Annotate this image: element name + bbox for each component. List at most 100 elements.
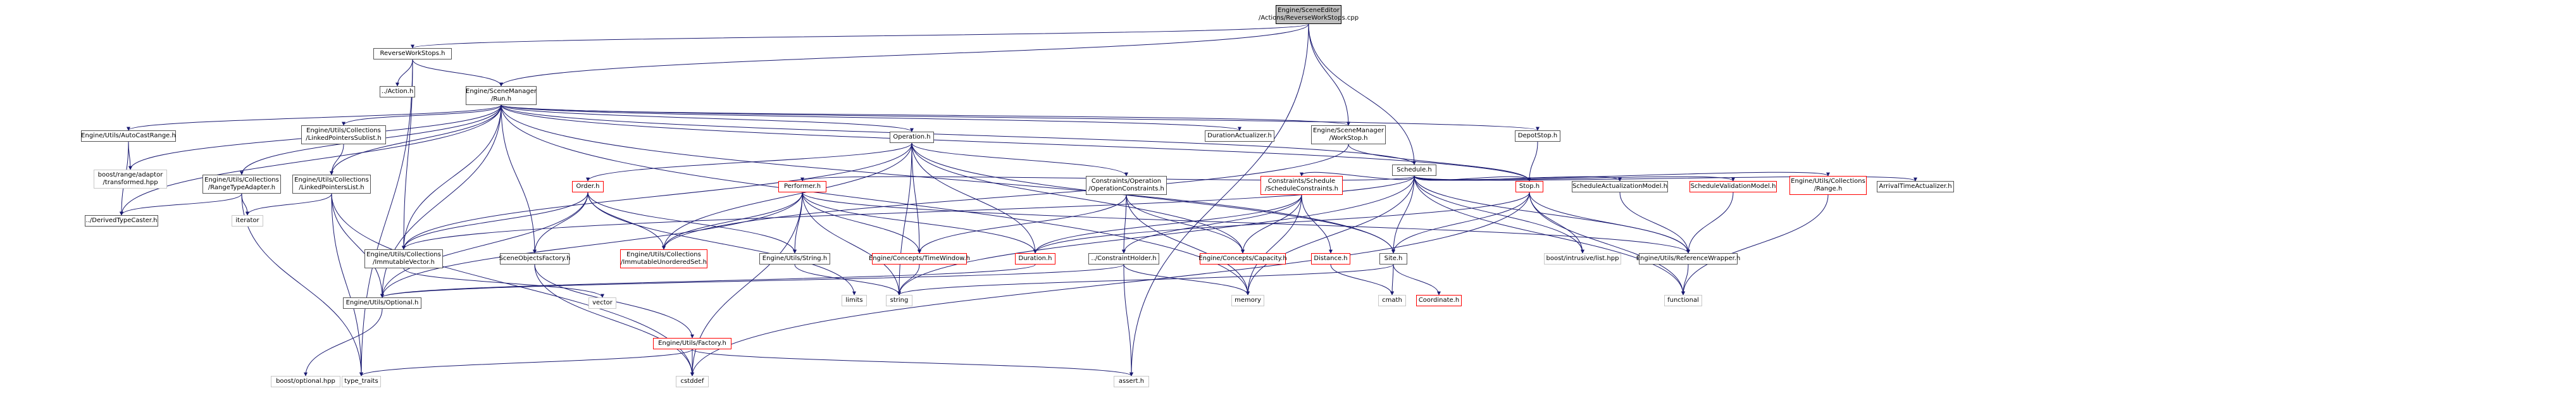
node-capacity-h[interactable]: Engine/Concepts/Capacity.h: [1198, 253, 1287, 265]
edge-schedule_constraints_h-to-constraint_holder_h: [1122, 194, 1302, 254]
edge-distance_h-to-cmath: [1330, 264, 1394, 296]
edge-root-to-reverse_work_stops_h: [411, 23, 1309, 49]
edge-schedule_h-to-functional: [1414, 175, 1685, 296]
node-order-h[interactable]: Order.h: [572, 181, 604, 192]
node-distance-h[interactable]: Distance.h: [1311, 253, 1350, 265]
edge-operation_constraints_h-to-memory: [1126, 194, 1250, 296]
node-linked-pointers-sublist-h[interactable]: Engine/Utils/Collections /LinkedPointers…: [301, 125, 386, 144]
node-schedule-validation-model-h[interactable]: ScheduleValidationModel.h: [1689, 181, 1777, 192]
node-arrival-time-actualizer-h[interactable]: ArrivalTimeActualizer.h: [1877, 181, 1954, 192]
node-boost-intrusive-list: boost/intrusive/list.hpp: [1544, 253, 1621, 265]
node-cstddef: cstddef: [676, 376, 709, 387]
edge-schedule_h-to-arrival_time_actualizer_h: [1414, 175, 1917, 182]
edge-scene_manager_run_h-to-site_h: [501, 104, 1395, 254]
edge-schedule_constraints_h-to-duration_h: [1033, 194, 1302, 254]
node-utils-factory-h[interactable]: Engine/Utils/Factory.h: [653, 338, 731, 349]
edge-order_h-to-utils_string_h: [587, 192, 797, 254]
node-time-window-h[interactable]: Engine/Concepts/TimeWindow.h: [869, 253, 970, 265]
node-duration-h[interactable]: Duration.h: [1015, 253, 1055, 265]
node-linked-pointers-list-h[interactable]: Engine/Utils/Collections /LinkedPointers…: [292, 175, 371, 194]
edge-operation_h-to-capacity_h: [911, 142, 1245, 254]
node-reverse-work-stops-h[interactable]: ReverseWorkStops.h: [373, 48, 452, 59]
edge-schedule_validation_model_h-to-reference_wrapper_h: [1686, 192, 1734, 254]
node-optional-h[interactable]: Engine/Utils/Optional.h: [343, 297, 421, 309]
edge-schedule_constraints_h-to-memory: [1246, 194, 1302, 296]
node-action-h[interactable]: ../Action.h: [380, 86, 415, 97]
edge-stop_h-to-duration_h: [1033, 192, 1530, 254]
edge-stop_h-to-boost_intrusive_list: [1529, 192, 1584, 254]
edge-duration_h-to-optional_h: [380, 264, 1036, 298]
edge-operation_h-to-duration_h: [911, 142, 1037, 254]
edge-constraint_holder_h-to-optional_h: [380, 264, 1124, 298]
edge-reverse_work_stops_h-to-action_h: [395, 59, 413, 87]
node-depot-stop-h[interactable]: DepotStop.h: [1515, 130, 1560, 142]
node-scene-manager-run-h[interactable]: Engine/SceneManager /Run.h: [466, 86, 537, 105]
edge-operation_h-to-order_h: [586, 142, 912, 182]
edge-utils_range_h-to-functional: [1681, 194, 1829, 296]
edge-operation_h-to-time_window_h: [911, 142, 921, 254]
node-site-h[interactable]: Site.h: [1379, 253, 1407, 265]
edge-order_h-to-optional_h: [380, 192, 588, 298]
node-operation-h[interactable]: Operation.h: [890, 132, 934, 143]
edge-root-to-schedule_h: [1308, 23, 1416, 165]
edge-performer_h-to-reference_wrapper_h: [802, 192, 1690, 254]
node-range-type-adapter-h[interactable]: Engine/Utils/Collections /RangeTypeAdapt…: [202, 175, 281, 194]
node-scene-objects-factory-h[interactable]: SceneObjectsFactory.h: [499, 253, 570, 265]
edge-utils_factory_h-to-assert_h: [692, 349, 1133, 377]
node-immutable-vector-h[interactable]: Engine/Utils/Collections /ImmutableVecto…: [364, 249, 443, 268]
node-auto-cast-range-h[interactable]: Engine/Utils/AutoCastRange.h: [81, 130, 176, 142]
node-duration-actualizer-h[interactable]: DurationActualizer.h: [1205, 130, 1274, 142]
edge-operation_constraints_h-to-time_window_h: [918, 194, 1127, 254]
node-schedule-constraints-h[interactable]: Constraints/Schedule /ScheduleConstraint…: [1260, 176, 1343, 195]
edge-operation_h-to-string: [897, 142, 912, 296]
node-scene-manager-workstop-h[interactable]: Engine/SceneManager /WorkStop.h: [1311, 125, 1386, 144]
edge-operation_h-to-immutable_vector_h: [402, 142, 912, 250]
node-operation-constraints-h[interactable]: Constraints/Operation /OperationConstrai…: [1086, 176, 1167, 195]
node-assert-h: assert.h: [1114, 376, 1149, 387]
node-vector: vector: [588, 297, 616, 309]
edge-reverse_work_stops_h-to-scene_manager_run_h: [412, 59, 503, 87]
node-iterator: iterator: [232, 215, 263, 227]
edge-utils_factory_h-to-type_traits: [359, 349, 693, 377]
node-stop-h[interactable]: Stop.h: [1515, 181, 1543, 192]
edge-schedule_h-to-boost_intrusive_list: [1414, 175, 1584, 254]
edge-constraint_holder_h-to-memory: [1123, 264, 1250, 296]
edge-depot_stop_h-to-stop_h: [1528, 141, 1538, 182]
node-root: Engine/SceneEditor /Actions/ReverseWorkS…: [1259, 5, 1359, 24]
node-limits: limits: [842, 295, 867, 306]
node-utils-string-h[interactable]: Engine/Utils/String.h: [759, 253, 830, 265]
edge-performer_h-to-time_window_h: [802, 192, 921, 254]
edge-operation_h-to-operation_constraints_h: [911, 142, 1128, 177]
node-utils-range-h[interactable]: Engine/Utils/Collections /Range.h: [1789, 176, 1867, 195]
node-string: string: [886, 295, 912, 306]
edge-scene_manager_run_h-to-scene_manager_workstop_h: [501, 104, 1350, 126]
edge-schedule_constraints_h-to-capacity_h: [1241, 194, 1302, 254]
edge-stop_h-to-site_h: [1391, 192, 1530, 254]
edge-time_window_h-to-string: [897, 264, 920, 296]
edge-reference_wrapper_h-to-functional: [1681, 264, 1689, 296]
node-constraint-holder-h[interactable]: ../ConstraintHolder.h: [1088, 253, 1159, 265]
node-performer-h[interactable]: Performer.h: [778, 181, 826, 192]
edge-scene_manager_run_h-to-schedule_h: [501, 104, 1416, 165]
edge-linked_pointers_sublist_h-to-linked_pointers_list_h: [330, 144, 344, 175]
edge-utils_string_h-to-string: [794, 264, 901, 296]
edge-root-to-scene_manager_run_h: [499, 23, 1309, 87]
edge-reverse_work_stops_h-to-type_traits: [359, 59, 413, 377]
node-immutable-unordered-set-h[interactable]: Engine/Utils/Collections /ImmutableUnord…: [620, 249, 707, 268]
node-reference-wrapper-h[interactable]: Engine/Utils/ReferenceWrapper.h: [1636, 253, 1740, 265]
node-coordinate-h[interactable]: Coordinate.h: [1416, 295, 1462, 306]
node-schedule-actualization-model-h[interactable]: ScheduleActualizationModel.h: [1572, 181, 1668, 192]
node-derived-type-caster-h[interactable]: ../DerivedTypeCaster.h: [85, 215, 158, 227]
edge-performer_h-to-utils_string_h: [793, 192, 803, 254]
edge-scene_manager_run_h-to-operation_h: [501, 104, 914, 132]
edge-range_type_adapter_h-to-derived_type_caster_h: [120, 193, 242, 216]
edge-scene_manager_run_h-to-optional_h: [380, 104, 502, 298]
edge-schedule_h-to-utils_range_h: [1414, 171, 1830, 180]
edge-scene_manager_run_h-to-memory: [501, 104, 1250, 296]
node-schedule-h[interactable]: Schedule.h: [1392, 165, 1436, 176]
node-cmath: cmath: [1378, 295, 1406, 306]
edge-scene_manager_run_h-to-auto_cast_range_h: [127, 104, 502, 131]
edge-scene_manager_run_h-to-stop_h: [501, 104, 1531, 182]
edge-scene_objects_factory_h-to-cstddef: [534, 264, 694, 377]
edge-schedule_constraints_h-to-distance_h: [1301, 194, 1333, 254]
